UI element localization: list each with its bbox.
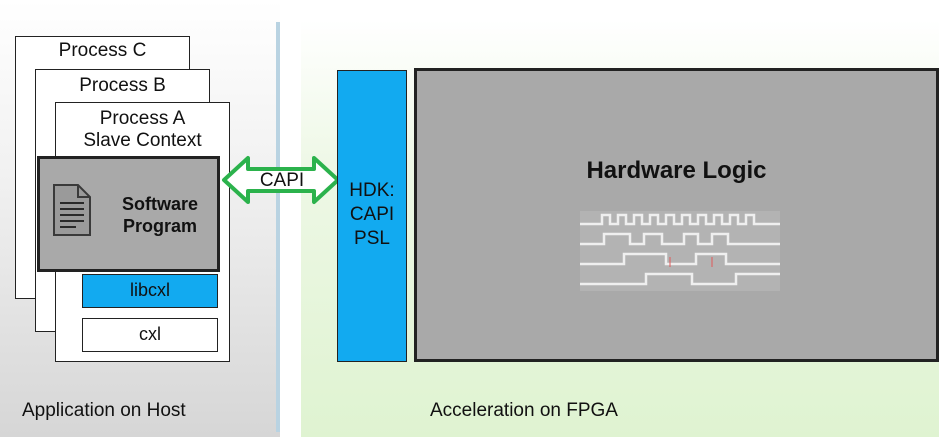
waveform-icon: [580, 211, 780, 291]
fpga-caption: Acceleration on FPGA: [430, 400, 618, 421]
host-caption: Application on Host: [22, 400, 186, 421]
hdk-psl-label: HDK: CAPI PSL: [349, 180, 395, 249]
document-icon: [53, 184, 91, 236]
panel-divider: [276, 22, 280, 432]
hdk-psl-block: HDK: CAPI PSL: [337, 70, 407, 362]
cxl-box: cxl: [82, 318, 218, 352]
hardware-logic-block: Hardware Logic: [414, 68, 939, 362]
hardware-logic-title: Hardware Logic: [586, 157, 767, 184]
process-a-subtitle: Slave Context: [83, 130, 202, 151]
process-c-title: Process C: [58, 40, 147, 61]
software-program-block: Software Program: [37, 156, 220, 272]
libcxl-box: libcxl: [82, 274, 218, 308]
capi-link-label: CAPI: [259, 170, 305, 191]
software-program-label: Software Program: [121, 194, 199, 236]
process-a-title: Process A: [99, 108, 186, 129]
process-b-title: Process B: [79, 75, 166, 96]
